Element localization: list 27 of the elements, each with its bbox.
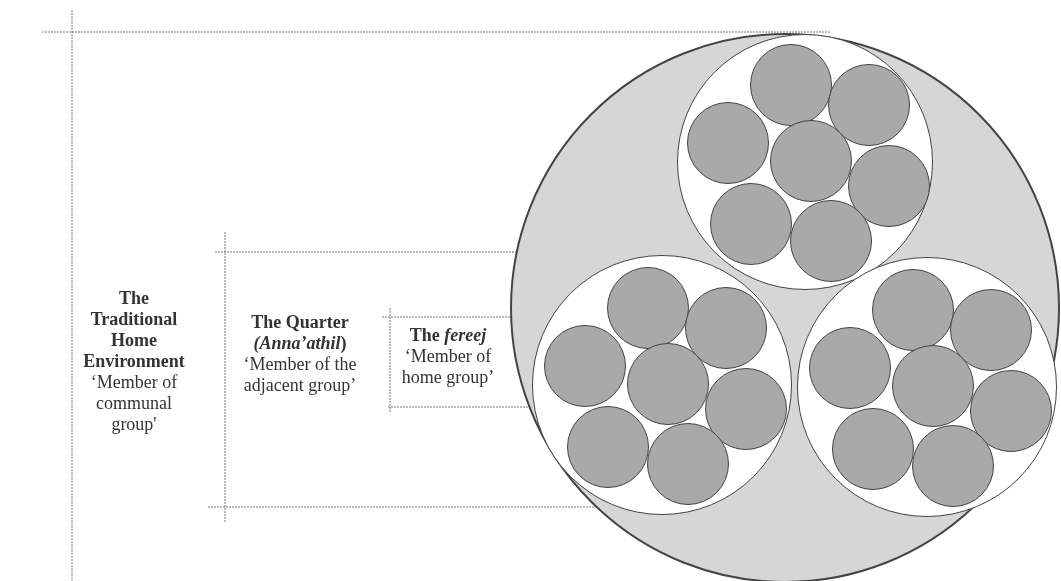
heading-text: The fereej	[409, 325, 487, 346]
heading-text: The Traditional Home Environment	[82, 288, 186, 372]
member-circle	[705, 368, 787, 450]
member-circle	[828, 64, 910, 146]
caption-text: ‘Member of the adjacent group’	[242, 354, 358, 396]
member-circle	[892, 345, 974, 427]
member-circle	[872, 269, 954, 351]
member-circle	[832, 408, 914, 490]
member-circle	[647, 423, 729, 505]
heading-text: The Quarter (Anna’athil)	[250, 312, 350, 354]
member-circle	[970, 370, 1052, 452]
member-circle	[544, 325, 626, 407]
member-circle	[607, 267, 689, 349]
caption-text: ‘Member of communal group'	[89, 372, 179, 435]
member-circle	[848, 145, 930, 227]
member-circle	[770, 120, 852, 202]
member-circle	[710, 183, 792, 265]
member-circle	[687, 102, 769, 184]
member-circle	[567, 406, 649, 488]
member-circle	[627, 343, 709, 425]
member-circle	[809, 327, 891, 409]
caption-text: ‘Member of home group’	[400, 346, 496, 388]
member-circle	[790, 200, 872, 282]
member-circle	[912, 425, 994, 507]
member-circle	[750, 44, 832, 126]
member-circle	[950, 289, 1032, 371]
member-circle	[685, 287, 767, 369]
